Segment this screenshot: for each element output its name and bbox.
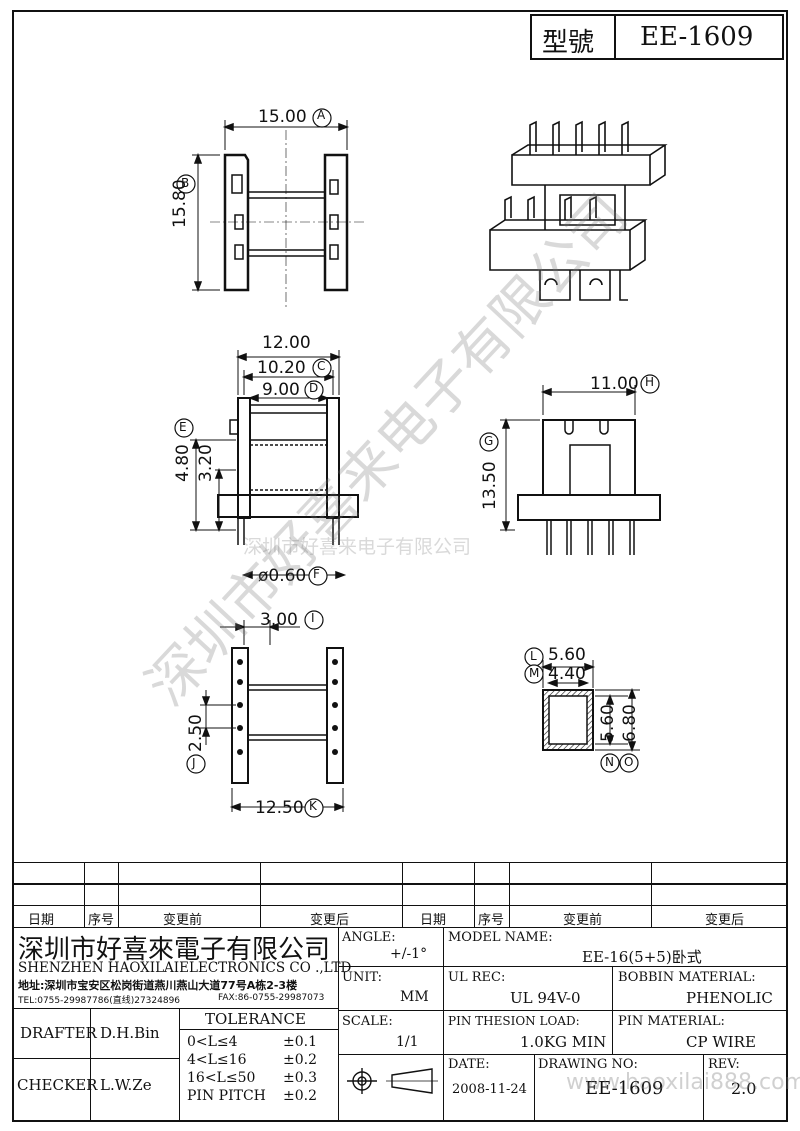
angle-value: +/-1°	[390, 946, 428, 962]
rev-header-date-2: 日期	[420, 913, 447, 928]
ul-rec-label: UL REC:	[448, 970, 506, 985]
cross-section	[540, 660, 640, 753]
angle-label: ANGLE:	[342, 930, 396, 945]
date-label: DATE:	[448, 1057, 490, 1072]
drawing-no-label: DRAWING NO:	[538, 1057, 638, 1072]
dim-l-balloon: L	[530, 649, 537, 663]
dim-i-value: 3.00	[260, 610, 298, 630]
dim-k-value: 12.50	[255, 798, 304, 818]
rev-header-no-2: 序号	[478, 913, 505, 928]
dim-b-balloon: B	[181, 176, 190, 190]
dim-j-value: 2.50	[186, 714, 206, 752]
tol-value-2: ±0.2	[283, 1052, 317, 1068]
dim-o-value: 6.80	[620, 704, 640, 742]
company-watermark: 深圳市好喜来电子有限公司	[243, 536, 472, 558]
company-fax: FAX:86-0755-29987073	[218, 993, 325, 1003]
model-value-cell	[614, 14, 784, 60]
rev-value: 2.0	[731, 1079, 757, 1098]
dim-h-value: 11.00	[590, 374, 639, 394]
bobbin-material-value: PHENOLIC	[686, 989, 773, 1007]
pin-load-label: PIN THESION LOAD:	[448, 1014, 580, 1028]
tol-value-1: ±0.1	[283, 1034, 317, 1050]
technical-drawing	[174, 108, 668, 818]
drafter-value: D.H.Bin	[100, 1024, 160, 1042]
tol-value-4: ±0.2	[283, 1088, 317, 1104]
website-watermark: www.haoxilai888.com	[566, 1070, 800, 1095]
tol-range-4: PIN PITCH	[187, 1088, 266, 1104]
model-value: EE-1609	[640, 22, 754, 52]
dim-j-balloon: J	[192, 756, 196, 770]
dim-m-value: 4.40	[548, 664, 586, 684]
dim-total-width: 12.00	[262, 333, 311, 353]
tol-range-3: 16<L≤50	[187, 1070, 256, 1086]
dim-e-value: 4.80	[173, 444, 193, 482]
dim-f-balloon: F	[313, 567, 320, 581]
rev-header-after-1: 变更后	[310, 913, 350, 928]
dim-e-inner-value: 3.20	[196, 444, 216, 482]
drafter-label: DRAFTER	[20, 1024, 97, 1042]
isometric-view	[489, 120, 668, 301]
dim-n-value: 5.60	[598, 704, 618, 742]
rev-header-no-1: 序号	[88, 913, 115, 928]
model-name-value: EE-16(5+5)卧式	[582, 948, 702, 966]
dim-g-balloon: G	[484, 434, 494, 448]
dim-c-balloon: C	[317, 359, 326, 373]
dim-i-balloon: I	[311, 611, 315, 625]
top-view	[192, 120, 350, 293]
dim-a-value: 15.00	[258, 107, 307, 127]
date-value: 2008-11-24	[452, 1082, 527, 1097]
unit-value: MM	[400, 989, 429, 1005]
dim-o-balloon: O	[624, 755, 634, 769]
rev-header-date-1: 日期	[28, 913, 55, 928]
side-view	[500, 385, 661, 555]
tol-range-1: 0<L≤4	[187, 1034, 238, 1050]
dim-m-balloon: M	[529, 666, 540, 680]
dim-e-balloon: E	[179, 420, 187, 434]
rev-header-before-1: 变更前	[163, 913, 203, 928]
unit-label: UNIT:	[342, 970, 383, 985]
tolerance-label: TOLERANCE	[205, 1010, 306, 1028]
dim-a-balloon: A	[317, 108, 326, 122]
model-name-label: MODEL NAME:	[448, 930, 553, 945]
dim-d-balloon: D	[309, 381, 319, 395]
checker-label: CHECKER	[17, 1076, 98, 1094]
company-name-en: SHENZHEN HAOXILAIELECTRONICS CO .,LTD	[18, 960, 352, 976]
dim-k-balloon: K	[309, 799, 317, 813]
bobbin-material-label: BOBBIN MATERIAL:	[618, 970, 756, 985]
tol-range-2: 4<L≤16	[187, 1052, 247, 1068]
pin-material-value: CP WIRE	[686, 1033, 756, 1051]
dim-d-value: 9.00	[262, 380, 300, 400]
model-label: 型號	[542, 28, 595, 58]
pin-load-value: 1.0KG MIN	[520, 1033, 607, 1051]
scale-label: SCALE:	[342, 1014, 393, 1029]
scale-value: 1/1	[396, 1034, 419, 1050]
rev-header-after-2: 变更后	[705, 913, 745, 928]
checker-value: L.W.Ze	[100, 1076, 152, 1094]
company-tel: TEL:0755-29987786(直线)27324896	[18, 996, 181, 1006]
pin-material-label: PIN MATERIAL:	[618, 1014, 725, 1029]
bottom-view	[200, 620, 346, 812]
rev-label: REV:	[708, 1057, 740, 1072]
company-address: 地址:深圳市宝安区松岗街道燕川燕山大道77号A栋2-3楼	[18, 979, 298, 992]
tol-value-3: ±0.3	[283, 1070, 317, 1086]
drawing-no-value: EE-1609	[585, 1078, 664, 1099]
dim-c-value: 10.20	[257, 358, 306, 378]
dim-f-value: ø0.60	[258, 566, 307, 586]
rev-header-before-2: 变更前	[563, 913, 603, 928]
dim-g-value: 13.50	[480, 461, 500, 510]
ul-rec-value: UL 94V-0	[510, 989, 581, 1007]
dim-l-value: 5.60	[548, 645, 586, 665]
dim-n-balloon: N	[605, 755, 614, 769]
dim-h-balloon: H	[645, 375, 655, 389]
company-name-cn: 深圳市好喜來電子有限公司	[18, 935, 331, 965]
